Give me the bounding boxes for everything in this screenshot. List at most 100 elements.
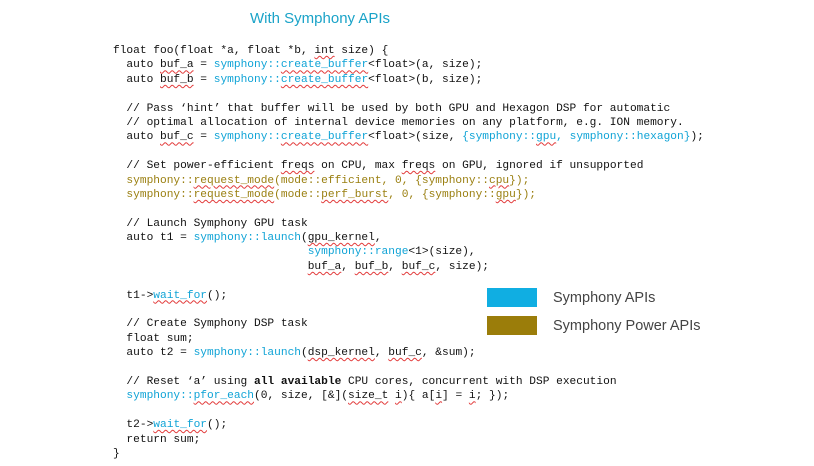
code-token: // Pass ‘hint’ that buffer will be used … (113, 102, 671, 115)
legend-item-symphony-apis: Symphony APIs (487, 288, 655, 307)
code-token: symphony::launch (193, 232, 301, 245)
code-token: auto t2 = (113, 347, 194, 360)
code-line (113, 87, 704, 101)
code-token: }); (515, 188, 537, 201)
code-token: symphony::range (307, 246, 409, 259)
code-token: CPU cores, concurrent with DSP execution (341, 375, 617, 388)
code-line: symphony::request_mode(mode::efficient, … (113, 174, 704, 188)
code-token: buf_c (160, 131, 194, 144)
code-token: float foo(float *a, float *b, (113, 45, 315, 57)
code-token: = (193, 131, 214, 144)
code-line: // Pass ‘hint’ that buffer will be used … (113, 102, 704, 116)
code-line: symphony::pfor_each(0, size, [&](size_t … (113, 389, 704, 403)
code-token: , (388, 260, 402, 273)
code-line: symphony::request_mode(mode::perf_burst,… (113, 188, 704, 202)
code-token: (); (207, 289, 228, 302)
code-token: } (113, 447, 120, 460)
code-token: ] = (442, 390, 469, 403)
code-token: request_mode (193, 174, 275, 187)
code-token: size) { (334, 45, 389, 57)
code-token: all available (254, 375, 342, 388)
code-token: size_t (348, 390, 389, 403)
code-token: symphony:: (113, 174, 194, 187)
code-token: perf_burst (321, 188, 389, 201)
code-token: auto (113, 131, 160, 144)
code-token: = (193, 73, 214, 86)
code-token: on GPU, ignored if unsupported (435, 160, 644, 173)
code-line: // Set power-efficient freqs on CPU, max… (113, 159, 704, 173)
code-line: // Launch Symphony GPU task (113, 217, 704, 231)
code-token: auto (113, 73, 160, 86)
code-token: ); (690, 131, 704, 144)
code-token: on CPU, max (314, 160, 402, 173)
code-line (113, 404, 704, 418)
code-line: return sum; (113, 433, 704, 447)
code-token: , symphony::hexagon} (556, 131, 691, 144)
code-token: auto t1 = (113, 232, 194, 245)
code-token: (mode:: (274, 188, 322, 201)
code-line: // optimal allocation of internal device… (113, 116, 704, 130)
code-token: create_buffer (280, 73, 369, 86)
code-token: {symphony:: (462, 131, 537, 144)
code-token: symphony:: (213, 131, 281, 144)
code-token: (); (207, 419, 228, 432)
code-token: symphony:: (113, 188, 194, 201)
code-token: gpu_kernel (307, 232, 375, 245)
legend-item-symphony-power-apis: Symphony Power APIs (487, 316, 701, 335)
code-token: symphony:: (213, 59, 281, 72)
code-line: } (113, 447, 704, 461)
code-token: ; }); (475, 390, 510, 403)
code-token: freqs (280, 160, 315, 173)
code-token: create_buffer (280, 131, 369, 144)
code-token: buf_a (307, 260, 342, 273)
code-token: i (468, 390, 476, 403)
code-token: buf_b (354, 260, 389, 273)
code-token: (0, size, [&]( (254, 390, 349, 403)
code-token: <1>(size), (408, 246, 476, 259)
code-line: t2->wait_for(); (113, 418, 704, 432)
code-token: gpu (495, 188, 516, 201)
code-token: pfor_each (193, 390, 255, 403)
code-line: // Reset ‘a’ using all available CPU cor… (113, 375, 704, 389)
code-token: t1-> (113, 289, 154, 302)
legend-swatch-symphony-apis (487, 288, 537, 307)
code-token (113, 246, 308, 258)
code-line (113, 361, 704, 375)
code-line (113, 145, 704, 159)
code-token: dsp_kernel (307, 347, 375, 360)
code-line (113, 274, 704, 288)
code-token: ( (301, 347, 308, 360)
code-token: freqs (401, 160, 436, 173)
code-line (113, 202, 704, 216)
code-token: buf_b (160, 73, 194, 86)
code-token: <float>(a, size); (368, 59, 483, 72)
code-token: symphony::launch (193, 347, 301, 360)
code-token: auto (113, 59, 160, 72)
code-token: , (374, 347, 389, 360)
code-token: <float>(b, size); (368, 73, 483, 86)
code-token: , 0, {symphony:: (388, 188, 496, 201)
legend-label: Symphony APIs (553, 289, 656, 306)
code-line: t1->wait_for(); (113, 289, 704, 303)
code-line: buf_a, buf_b, buf_c, size); (113, 260, 704, 274)
code-token: = (193, 59, 214, 72)
code-token: t2-> (113, 419, 154, 432)
code-line: auto buf_a = symphony::create_buffer<flo… (113, 58, 704, 72)
code-token: // Reset ‘a’ using (113, 375, 254, 388)
code-line: symphony::range<1>(size), (113, 245, 704, 259)
code-line: auto buf_b = symphony::create_buffer<flo… (113, 73, 704, 87)
code-token: , size); (435, 260, 490, 273)
code-token: request_mode (193, 188, 275, 201)
code-token: , (341, 260, 355, 273)
code-token: wait_for (153, 289, 208, 302)
code-token: // Create Symphony DSP task (113, 318, 308, 331)
code-line: auto t1 = symphony::launch(gpu_kernel, (113, 231, 704, 245)
code-token: return sum; (113, 433, 201, 446)
code-token: i (395, 390, 402, 403)
code-token: // optimal allocation of internal device… (113, 116, 684, 129)
code-token: ( (301, 232, 308, 245)
legend-swatch-symphony-power-apis (487, 316, 537, 335)
code-token: cpu (489, 174, 510, 187)
code-token: symphony:: (213, 73, 281, 86)
code-token (113, 261, 308, 273)
